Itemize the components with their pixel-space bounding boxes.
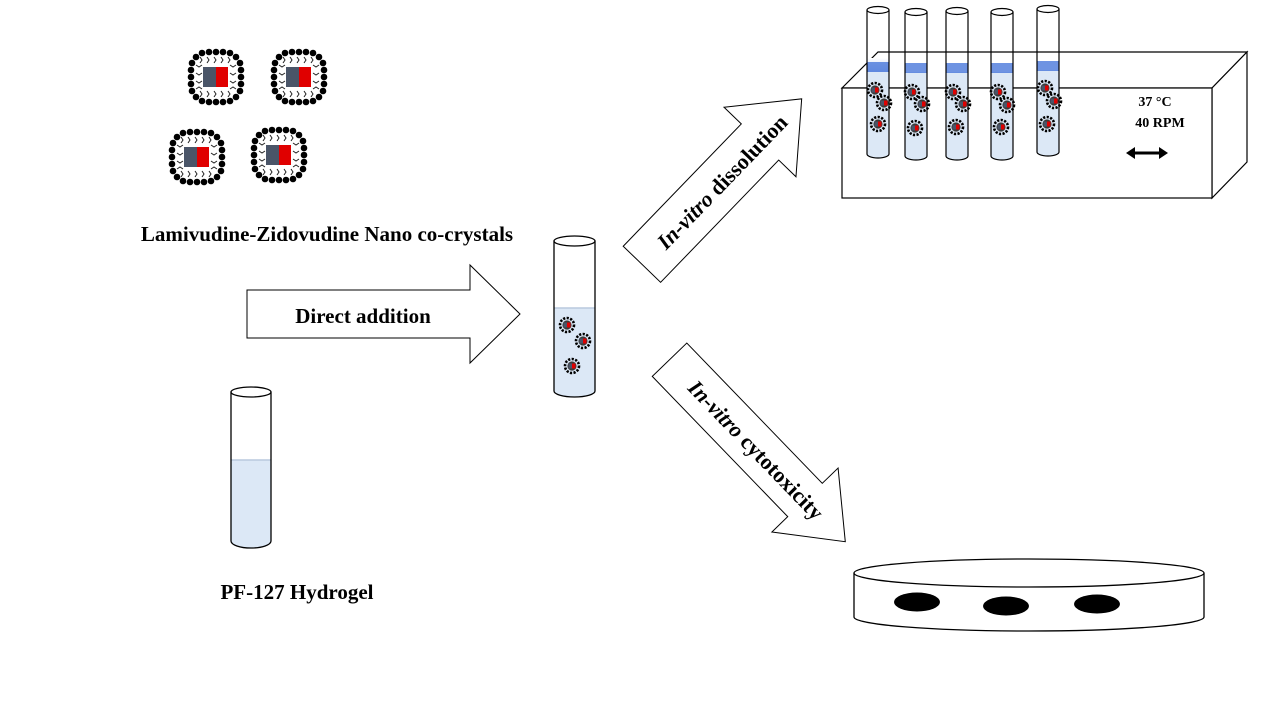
double-arrow-horizontal-icon (1126, 147, 1168, 159)
nanocrystals-label: Lamivudine-Zidovudine Nano co-crystals (141, 222, 513, 246)
nanocrystal-cluster (168, 48, 328, 186)
hydrogel-label: PF-127 Hydrogel (220, 580, 373, 604)
cytotoxicity-arrow: In-vitro cytotoxicity (651, 342, 846, 543)
svg-text:In-vitro dissolution: In-vitro dissolution (651, 110, 792, 255)
shaker-water-bath (840, 50, 1249, 200)
dissolution-tube (1036, 4, 1063, 157)
dissolution-arrow: In-vitro dissolution (622, 98, 803, 284)
direct-addition-label: Direct addition (295, 304, 431, 328)
dissolution-tubes (866, 4, 1063, 161)
dissolution-tube (903, 7, 931, 161)
nanocrystal-particle-icon (187, 48, 245, 106)
hydrogel-tube (230, 386, 272, 549)
nanocrystal-particle-icon (270, 48, 328, 106)
direct-addition-arrow (246, 263, 521, 365)
cell-well (1074, 594, 1120, 614)
svg-text:In-vitro cytotoxicity: In-vitro cytotoxicity (682, 374, 828, 524)
cell-culture-dish (853, 558, 1205, 632)
cell-well (983, 596, 1029, 616)
loaded-hydrogel-tube (553, 235, 596, 398)
temperature-label: 37 °C (1138, 95, 1171, 110)
speed-label: 40 RPM (1135, 116, 1184, 131)
dissolution-tube (866, 5, 893, 159)
nanocrystal-particle-icon (168, 128, 226, 186)
dissolution-tube (944, 6, 972, 161)
nanocrystal-particle-icon (250, 126, 308, 184)
dissolution-tube (989, 7, 1016, 161)
cell-well (894, 592, 940, 612)
